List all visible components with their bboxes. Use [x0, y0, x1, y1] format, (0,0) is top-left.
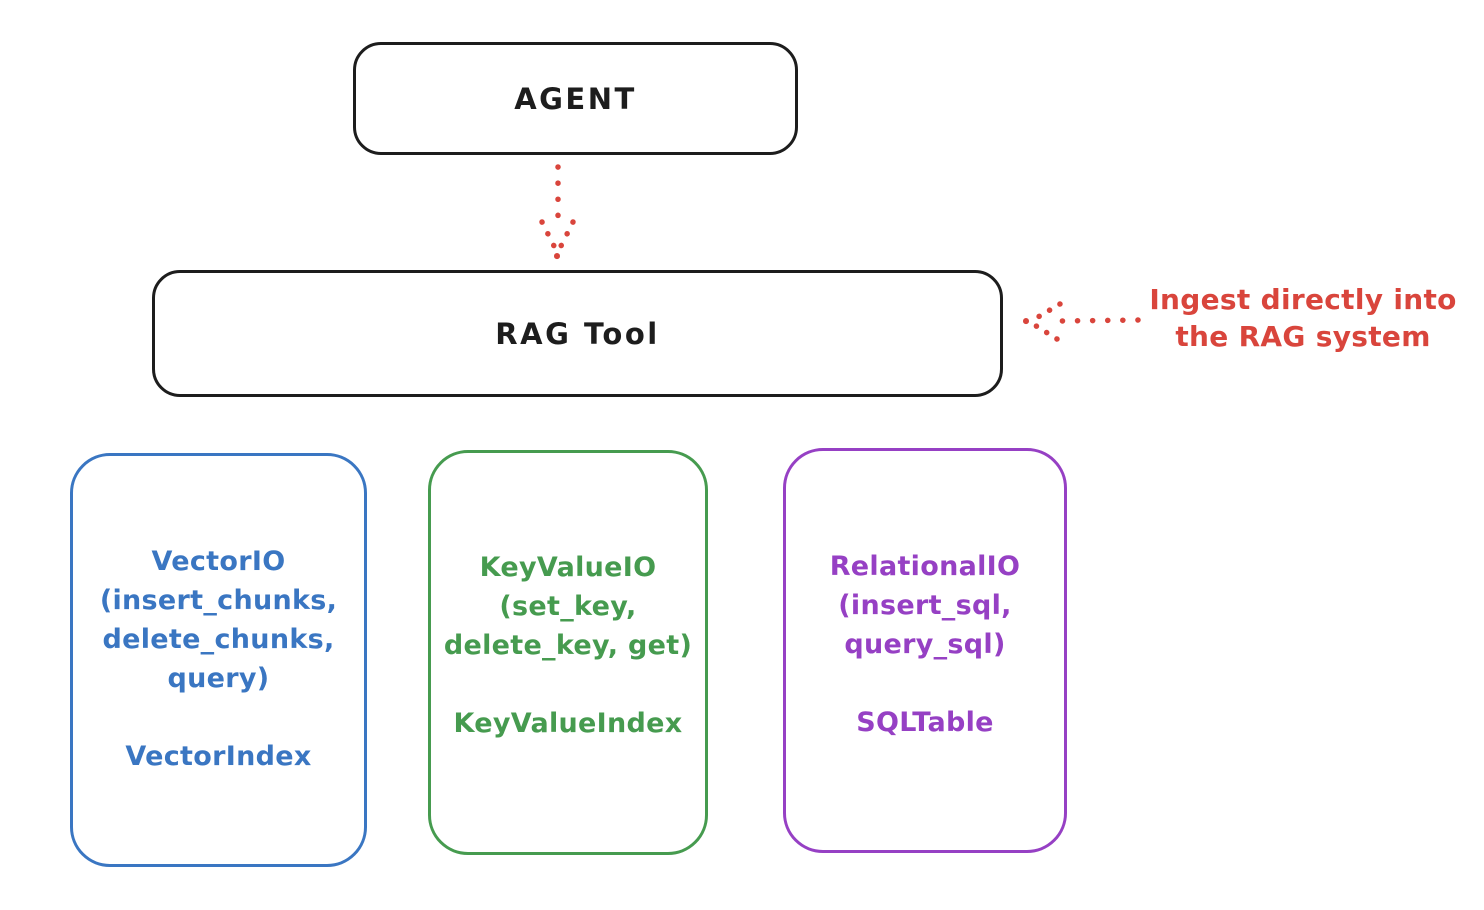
vector-io-param: (insert_chunks, [99, 585, 338, 616]
vector-io-param: delete_chunks, [102, 624, 335, 655]
vector-index-label: VectorIndex [125, 741, 312, 772]
relational-io-param: (insert_sql, [838, 590, 1012, 621]
keyvalue-index-label: KeyValueIndex [453, 708, 683, 739]
card-relational-io: RelationalIO (insert_sql, query_sql) SQL… [783, 448, 1067, 853]
card-vector-io: VectorIO (insert_chunks, delete_chunks, … [70, 453, 367, 867]
ingest-annotation-line-2: the RAG system [1175, 320, 1431, 353]
annotation-to-rag-tool-arrow [1023, 301, 1141, 342]
relational-io-title: RelationalIO [829, 551, 1021, 582]
card-keyvalue-io: KeyValueIO (set_key, delete_key, get) Ke… [428, 450, 708, 855]
keyvalue-io-param: delete_key, get) [443, 630, 693, 661]
keyvalue-io-param: (set_key, [499, 591, 637, 622]
agent-box: AGENT [353, 42, 798, 155]
rag-tool-label: RAG Tool [495, 316, 660, 351]
agent-to-rag-tool-arrow [539, 164, 576, 260]
rag-tool-box: RAG Tool [152, 270, 1003, 397]
vector-io-title: VectorIO [151, 546, 286, 577]
relational-io-param: query_sql) [844, 629, 1006, 660]
sql-table-label: SQLTable [856, 707, 994, 738]
keyvalue-io-title: KeyValueIO [479, 552, 657, 583]
vector-io-param: query) [167, 663, 270, 694]
ingest-annotation: Ingest directly into the RAG system [1128, 281, 1478, 355]
ingest-annotation-line-1: Ingest directly into [1149, 283, 1457, 316]
agent-label: AGENT [514, 81, 637, 116]
